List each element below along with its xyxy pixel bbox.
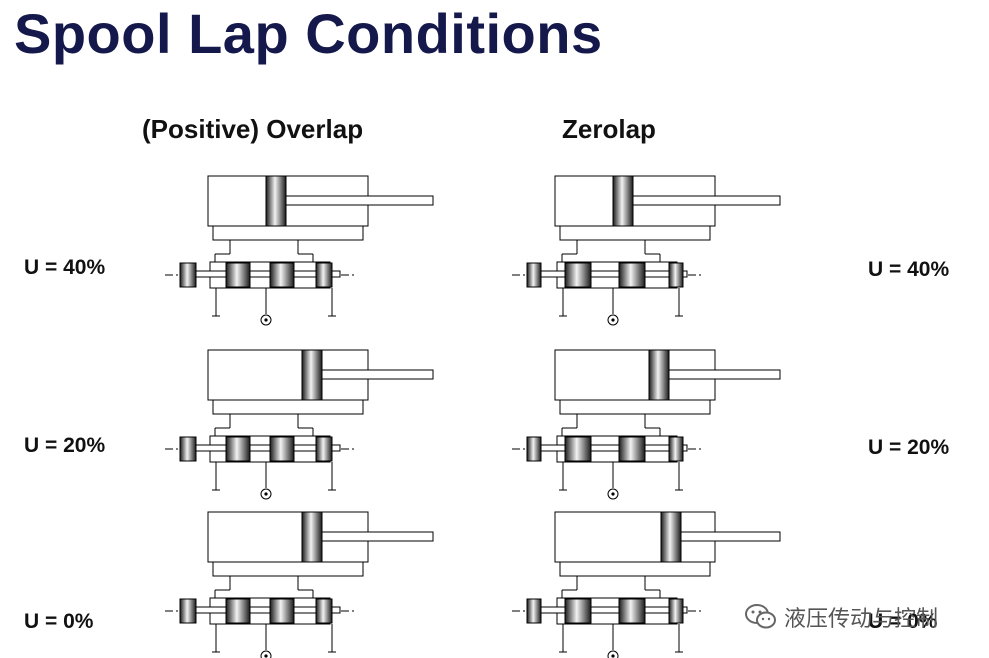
- spool-land: [179, 598, 197, 624]
- spool-land: [668, 436, 684, 462]
- cylinder-port-box: [559, 561, 711, 577]
- valve-cylinder-unit: [165, 349, 434, 500]
- pressure-port-dot: [264, 654, 268, 658]
- spool-land: [315, 598, 333, 624]
- spool-land: [225, 598, 251, 624]
- spool-land: [269, 436, 295, 462]
- cylinder-port-box: [559, 225, 711, 241]
- watermark-text: 液压传动与控制: [784, 606, 939, 631]
- piston: [265, 175, 287, 227]
- spool-rod: [536, 444, 688, 452]
- spool-land: [618, 262, 646, 288]
- page-title: Spool Lap Conditions: [14, 2, 603, 65]
- valve-cylinder-unit: [512, 511, 781, 658]
- spool-rod: [536, 270, 688, 278]
- piston-rod: [321, 369, 434, 380]
- piston-rod: [668, 369, 781, 380]
- pressure-port-dot: [611, 492, 615, 496]
- row-label-right: U = 40%: [868, 258, 950, 281]
- spool-land: [564, 262, 592, 288]
- pressure-port-dot: [611, 654, 615, 658]
- piston: [648, 349, 670, 401]
- row-label-right: U = 20%: [868, 436, 950, 459]
- row-label-right: U = 0%: [868, 610, 938, 633]
- spool-land: [564, 436, 592, 462]
- watermark: 液压传动与控制: [744, 600, 938, 634]
- spool-land: [269, 262, 295, 288]
- valve-cylinder-unit: [165, 511, 434, 658]
- spool-land: [618, 436, 646, 462]
- pressure-port-dot: [264, 492, 268, 496]
- pressure-port-dot: [611, 318, 615, 322]
- valve-cylinder-unit: [512, 349, 781, 500]
- spool-land: [179, 436, 197, 462]
- piston-rod: [321, 531, 434, 542]
- piston: [612, 175, 634, 227]
- spool-land: [668, 598, 684, 624]
- row-label-left: U = 20%: [24, 434, 106, 457]
- piston-rod: [680, 531, 781, 542]
- cylinder-port-box: [559, 399, 711, 415]
- spool-land: [315, 262, 333, 288]
- valve-cylinder-unit: [165, 175, 434, 326]
- piston: [301, 349, 323, 401]
- spool-land: [179, 262, 197, 288]
- column-heading-overlap: (Positive) Overlap: [142, 114, 364, 144]
- pressure-port-dot: [264, 318, 268, 322]
- spool-land: [618, 598, 646, 624]
- piston: [301, 511, 323, 563]
- piston-rod: [632, 195, 781, 206]
- row-label-left: U = 40%: [24, 256, 106, 279]
- spool-land: [225, 262, 251, 288]
- cylinder-port-box: [212, 225, 364, 241]
- piston: [660, 511, 682, 563]
- spool-land: [269, 598, 295, 624]
- cylinder-port-box: [212, 399, 364, 415]
- spool-land: [526, 436, 542, 462]
- column-heading-zerolap: Zerolap: [562, 114, 656, 144]
- cylinder-port-box: [212, 561, 364, 577]
- spool-rod: [536, 606, 688, 614]
- row-label-left: U = 0%: [24, 610, 94, 633]
- piston-rod: [285, 195, 434, 206]
- spool-land: [668, 262, 684, 288]
- spool-land: [315, 436, 333, 462]
- spool-land: [564, 598, 592, 624]
- spool-land: [526, 262, 542, 288]
- valve-cylinder-unit: [512, 175, 781, 326]
- spool-land: [225, 436, 251, 462]
- spool-land: [526, 598, 542, 624]
- wechat-icon: [745, 604, 776, 629]
